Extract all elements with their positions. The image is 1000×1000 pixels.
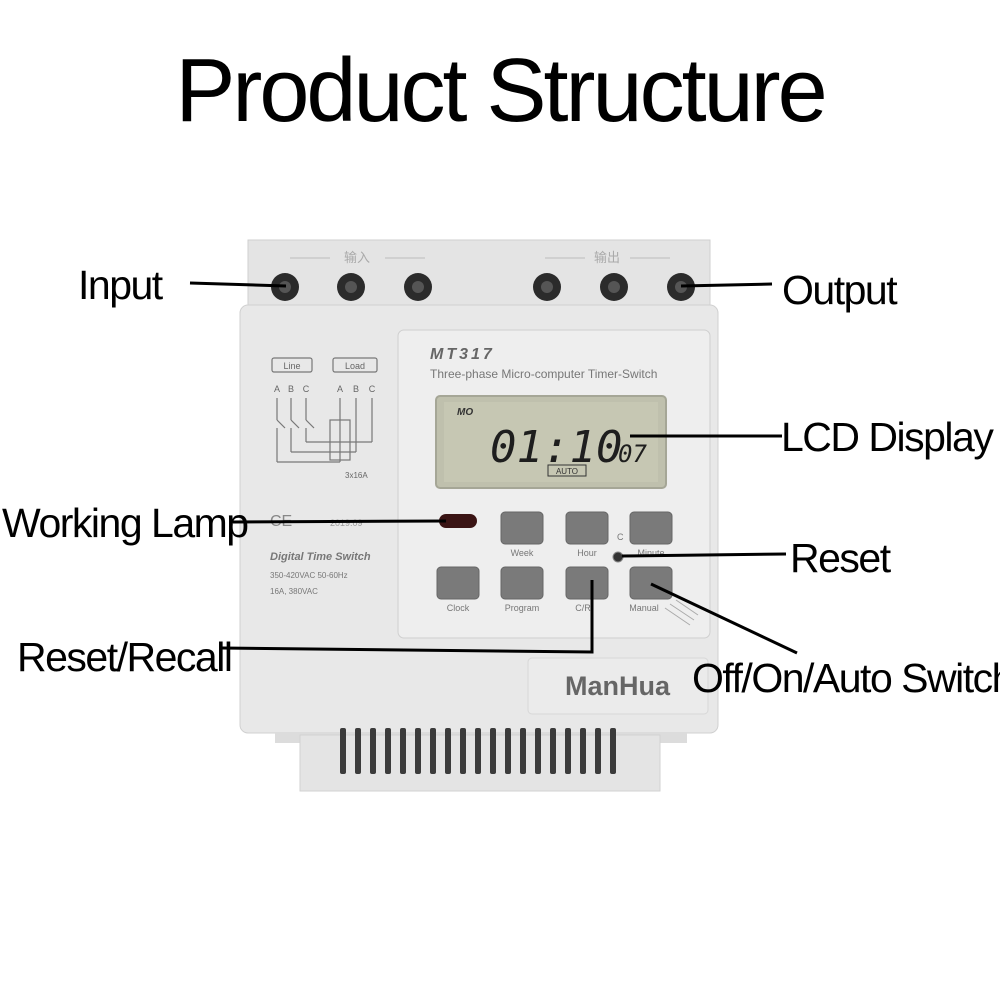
wiring-line-phase-c: C bbox=[303, 384, 310, 394]
week-button-label: Week bbox=[511, 548, 534, 558]
callout-input: Input bbox=[78, 262, 163, 308]
clock-button-label: Clock bbox=[447, 603, 470, 613]
hour-button[interactable] bbox=[565, 511, 609, 545]
clock-button[interactable] bbox=[436, 566, 480, 600]
product-name: Digital Time Switch bbox=[270, 551, 371, 563]
terminal-block bbox=[247, 239, 711, 309]
program-button-label: Program bbox=[505, 603, 540, 613]
wiring-line-label: Line bbox=[283, 361, 300, 371]
wiring-load-label: Load bbox=[345, 361, 365, 371]
spec-line-1: 350-420VAC 50-60Hz bbox=[270, 571, 348, 580]
vent-slot bbox=[550, 728, 556, 774]
terminal-output-label: 输出 bbox=[594, 250, 620, 265]
reset-callout-line bbox=[621, 552, 787, 558]
vent-slot bbox=[565, 728, 571, 774]
callout-reset: Reset bbox=[790, 535, 891, 581]
manual-button-label: Manual bbox=[629, 603, 659, 613]
wiring-rating: 3x16A bbox=[345, 471, 368, 480]
cr-button[interactable] bbox=[565, 566, 609, 600]
vent-slot bbox=[520, 728, 526, 774]
vent-slot bbox=[610, 728, 616, 774]
vent-slot bbox=[580, 728, 586, 774]
callout-output: Output bbox=[782, 267, 898, 313]
callout-lines bbox=[189, 281, 798, 655]
vent-slot bbox=[355, 728, 361, 774]
working-lamp-callout-line bbox=[232, 519, 447, 524]
brand-plate bbox=[527, 657, 709, 715]
description-label: Three-phase Micro-computer Timer-Switch bbox=[430, 367, 657, 381]
callout-off-on-auto-switch: Off/On/Auto Switch bbox=[692, 655, 1000, 701]
input-callout-line bbox=[189, 281, 287, 288]
minute-button-label: Minute bbox=[637, 548, 664, 558]
vent-slot bbox=[430, 728, 436, 774]
vent-slot bbox=[490, 728, 496, 774]
callout-working-lamp: Working Lamp bbox=[2, 500, 249, 546]
wiring-line-phase-a: A bbox=[274, 384, 280, 394]
terminal-input-label: 输入 bbox=[344, 250, 370, 265]
date-code: 2019.09 bbox=[330, 518, 363, 528]
wiring-load-phase-b: B bbox=[353, 384, 359, 394]
reset-recall-callout-line bbox=[221, 580, 594, 654]
cr-button-label: C/R bbox=[575, 603, 591, 613]
output-terminal-screws bbox=[533, 273, 695, 301]
brand-logo: ManHua bbox=[565, 671, 671, 701]
reset-hole-label: C bbox=[617, 532, 624, 542]
vent-slot bbox=[400, 728, 406, 774]
manual-button[interactable] bbox=[629, 566, 673, 600]
lcd-day: MO bbox=[457, 407, 473, 418]
wiring-line-phase-b: B bbox=[288, 384, 294, 394]
working-lamp bbox=[439, 514, 477, 528]
vent-slot bbox=[535, 728, 541, 774]
hour-button-label: Hour bbox=[577, 548, 597, 558]
vent-slot bbox=[475, 728, 481, 774]
output-callout-line bbox=[680, 282, 773, 288]
wiring-load-phase-a: A bbox=[337, 384, 343, 394]
model-label: MT317 bbox=[430, 346, 495, 363]
vent-slot bbox=[445, 728, 451, 774]
vent-slot bbox=[505, 728, 511, 774]
callout-reset-recall: Reset/Recall bbox=[17, 634, 233, 680]
off-on-auto-callout-line bbox=[650, 582, 798, 655]
spec-line-2: 16A, 380VAC bbox=[270, 587, 318, 596]
vent-slot bbox=[415, 728, 421, 774]
minute-button[interactable] bbox=[629, 511, 673, 545]
vent-slot bbox=[340, 728, 346, 774]
program-button[interactable] bbox=[500, 566, 544, 600]
vent-slot bbox=[595, 728, 601, 774]
page-title: Product Structure bbox=[175, 41, 827, 141]
wiring-load-phase-c: C bbox=[369, 384, 376, 394]
callout-lcd-display: LCD Display bbox=[781, 414, 994, 460]
week-button[interactable] bbox=[500, 511, 544, 545]
reset-hole[interactable] bbox=[612, 551, 624, 563]
lcd-seconds: 07 bbox=[618, 440, 647, 468]
vent-slots bbox=[340, 728, 616, 774]
vent-slot bbox=[385, 728, 391, 774]
hand-sketch-icon bbox=[664, 599, 699, 626]
lcd-mode: AUTO bbox=[556, 467, 578, 476]
vent-slot bbox=[370, 728, 376, 774]
wiring-diagram bbox=[271, 357, 378, 463]
vent-slot bbox=[460, 728, 466, 774]
